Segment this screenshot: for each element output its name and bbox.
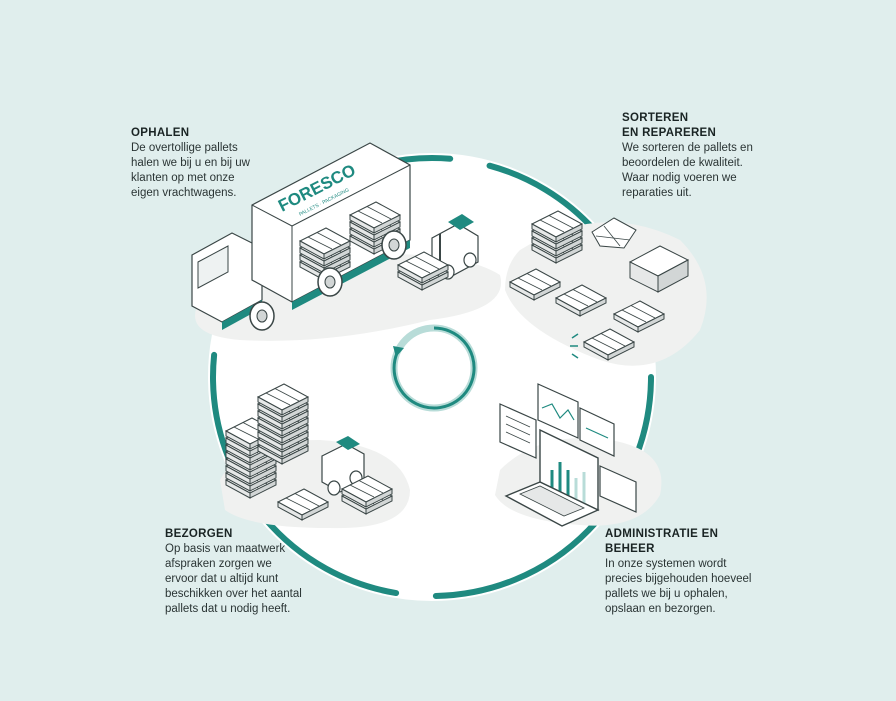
ophalen-illustration: FORESCO PALLETS · PACKAGING xyxy=(191,142,502,341)
broken-pallet-icon xyxy=(591,217,637,249)
step-sorteren-body: We sorteren de pallets en beoordelen de … xyxy=(622,142,753,199)
step-administratie-body: In onze systemen wordt precies bijgehoud… xyxy=(605,558,752,615)
step-bezorgen: BEZORGEN Op basis van maatwerk afspraken… xyxy=(165,527,302,617)
plank-stack-icon xyxy=(628,245,690,293)
sorteren-illustration xyxy=(505,211,707,366)
step-ophalen-body: De overtollige pallets halen we bij u en… xyxy=(131,142,250,199)
step-sorteren-title: SORTEREN EN REPAREREN xyxy=(622,112,717,139)
step-ophalen-title: OPHALEN xyxy=(131,127,190,139)
chart-window-icon xyxy=(499,383,615,459)
laptop-icon xyxy=(504,428,637,527)
step-sorteren: SORTEREN EN REPAREREN We sorteren de pal… xyxy=(622,111,753,201)
step-administratie-title: ADMINISTRATIE EN BEHEER xyxy=(605,528,719,555)
administratie-illustration xyxy=(495,383,662,527)
forklift-icon xyxy=(397,214,479,291)
spark-icon xyxy=(570,333,579,359)
truck-icon: FORESCO PALLETS · PACKAGING xyxy=(191,142,411,331)
step-ophalen: OPHALEN De overtollige pallets halen we … xyxy=(131,126,250,201)
bezorgen-illustration xyxy=(220,384,410,529)
step-bezorgen-title: BEZORGEN xyxy=(165,528,233,540)
step-bezorgen-body: Op basis van maatwerk afspraken zorgen w… xyxy=(165,543,302,615)
step-administratie: ADMINISTRATIE EN BEHEER In onze systemen… xyxy=(605,527,751,617)
cycle-arrow-icon xyxy=(390,324,478,412)
